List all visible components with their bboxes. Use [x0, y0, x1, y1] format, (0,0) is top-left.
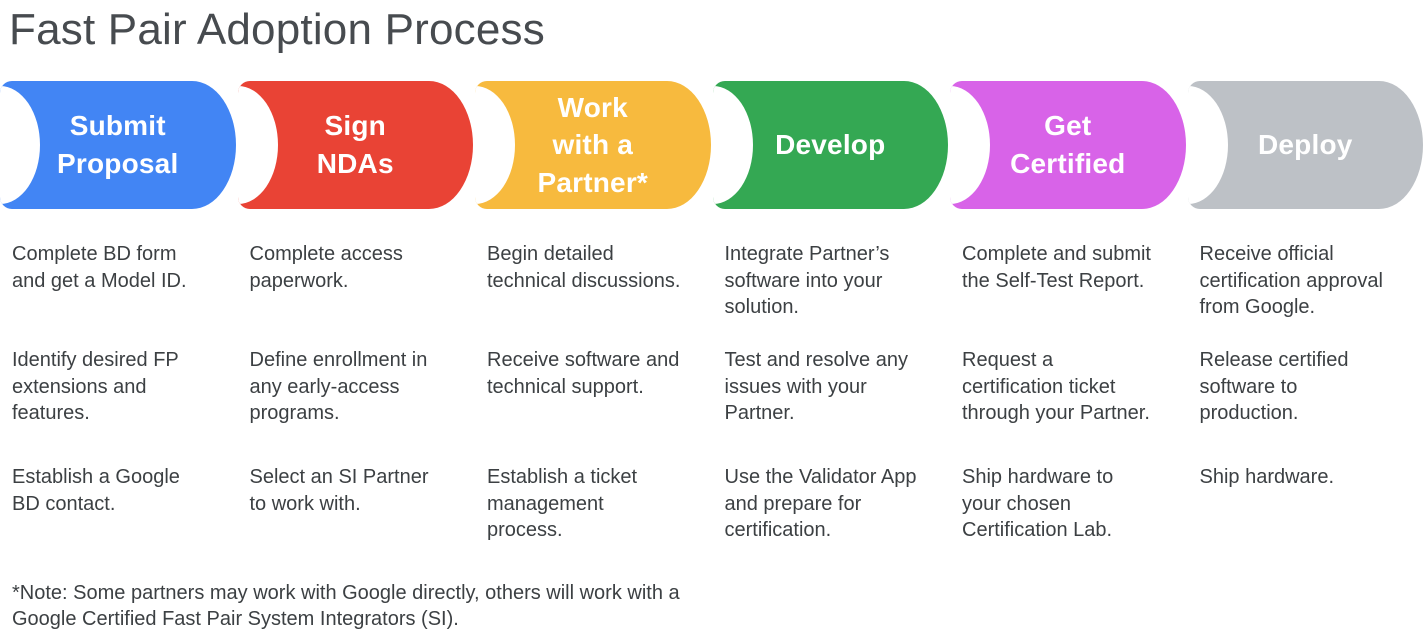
- stage-label: Develop: [775, 126, 885, 164]
- stage-3-step-3: Establish a ticket management process.: [475, 464, 711, 544]
- stage-banner-4: Develop: [713, 81, 949, 209]
- page-title: Fast Pair Adoption Process: [9, 4, 1423, 56]
- stage-6-step-3: Ship hardware.: [1188, 464, 1423, 544]
- stage-1-step-1: Complete BD form and get a Model ID.: [0, 209, 236, 347]
- stage-6-step-1: Receive official certification approval …: [1188, 209, 1423, 347]
- stage-banner-6: Deploy: [1188, 81, 1423, 209]
- stage-4-step-2: Test and resolve any issues with your Pa…: [713, 347, 949, 464]
- stage-1-step-3: Establish a Google BD contact.: [0, 464, 236, 544]
- footnote: *Note: Some partners may work with Googl…: [12, 580, 717, 633]
- stage-2-step-1: Complete access paperwork.: [238, 209, 474, 347]
- stage-5-step-3: Ship hardware to your chosen Certificati…: [950, 464, 1186, 544]
- stage-3-step-1: Begin detailed technical discussions.: [475, 209, 711, 347]
- stage-4-step-1: Integrate Partner’s software into your s…: [713, 209, 949, 347]
- stage-2-step-3: Select an SI Partner to work with.: [238, 464, 474, 544]
- stage-5-step-2: Request a certification ticket through y…: [950, 347, 1186, 464]
- stage-4-step-3: Use the Validator App and prepare for ce…: [713, 464, 949, 544]
- stage-2-step-2: Define enrollment in any early-access pr…: [238, 347, 474, 464]
- stage-5-step-1: Complete and submit the Self-Test Report…: [950, 209, 1186, 347]
- stage-label: Deploy: [1258, 126, 1353, 164]
- stage-1-step-2: Identify desired FP extensions and featu…: [0, 347, 236, 464]
- stage-3-step-2: Receive software and technical support.: [475, 347, 711, 464]
- stage-6-step-2: Release certified software to production…: [1188, 347, 1423, 464]
